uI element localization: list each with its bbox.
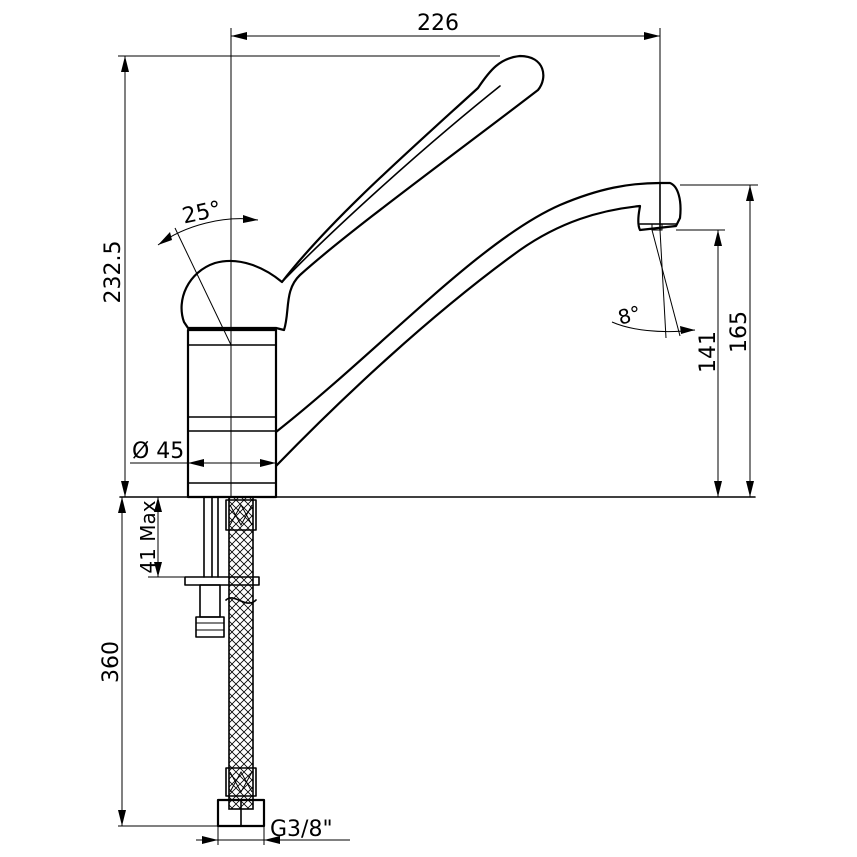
lever-handle-detail <box>281 85 501 283</box>
dim-label-diameter: Ø 45 <box>132 439 184 464</box>
dimension-handle-angle: 25° <box>157 197 259 346</box>
dimension-spout-height-165: 165 <box>680 184 758 497</box>
faucet-body <box>186 328 278 499</box>
braided-hose <box>216 496 266 828</box>
dimension-width: 226 <box>230 11 661 497</box>
dimension-thread: G3/8" <box>196 817 350 845</box>
dim-label-232-5: 232.5 <box>101 241 126 304</box>
dimension-spout-angle: 8° <box>611 229 696 339</box>
spout <box>275 181 682 467</box>
dim-label-41max: 41 Max <box>136 500 160 573</box>
dim-label-226: 226 <box>417 11 459 36</box>
lever-handle <box>180 54 545 332</box>
mounting-stud <box>184 496 260 638</box>
spout-aerator <box>639 182 677 231</box>
dim-label-141: 141 <box>696 331 721 373</box>
dimension-total-height: 232.5 <box>101 55 500 497</box>
dimension-spout-height-141: 141 <box>676 229 725 497</box>
dim-label-25deg: 25° <box>180 197 223 230</box>
dimension-body-diameter: Ø 45 <box>130 439 276 467</box>
dim-label-thread: G3/8" <box>270 817 333 842</box>
dim-label-360: 360 <box>99 641 124 683</box>
dim-label-8deg: 8° <box>615 301 643 330</box>
dimension-counter-thickness: 41 Max <box>136 497 185 578</box>
dim-label-165: 165 <box>727 311 752 353</box>
dimension-hose-length: 360 <box>99 497 218 827</box>
